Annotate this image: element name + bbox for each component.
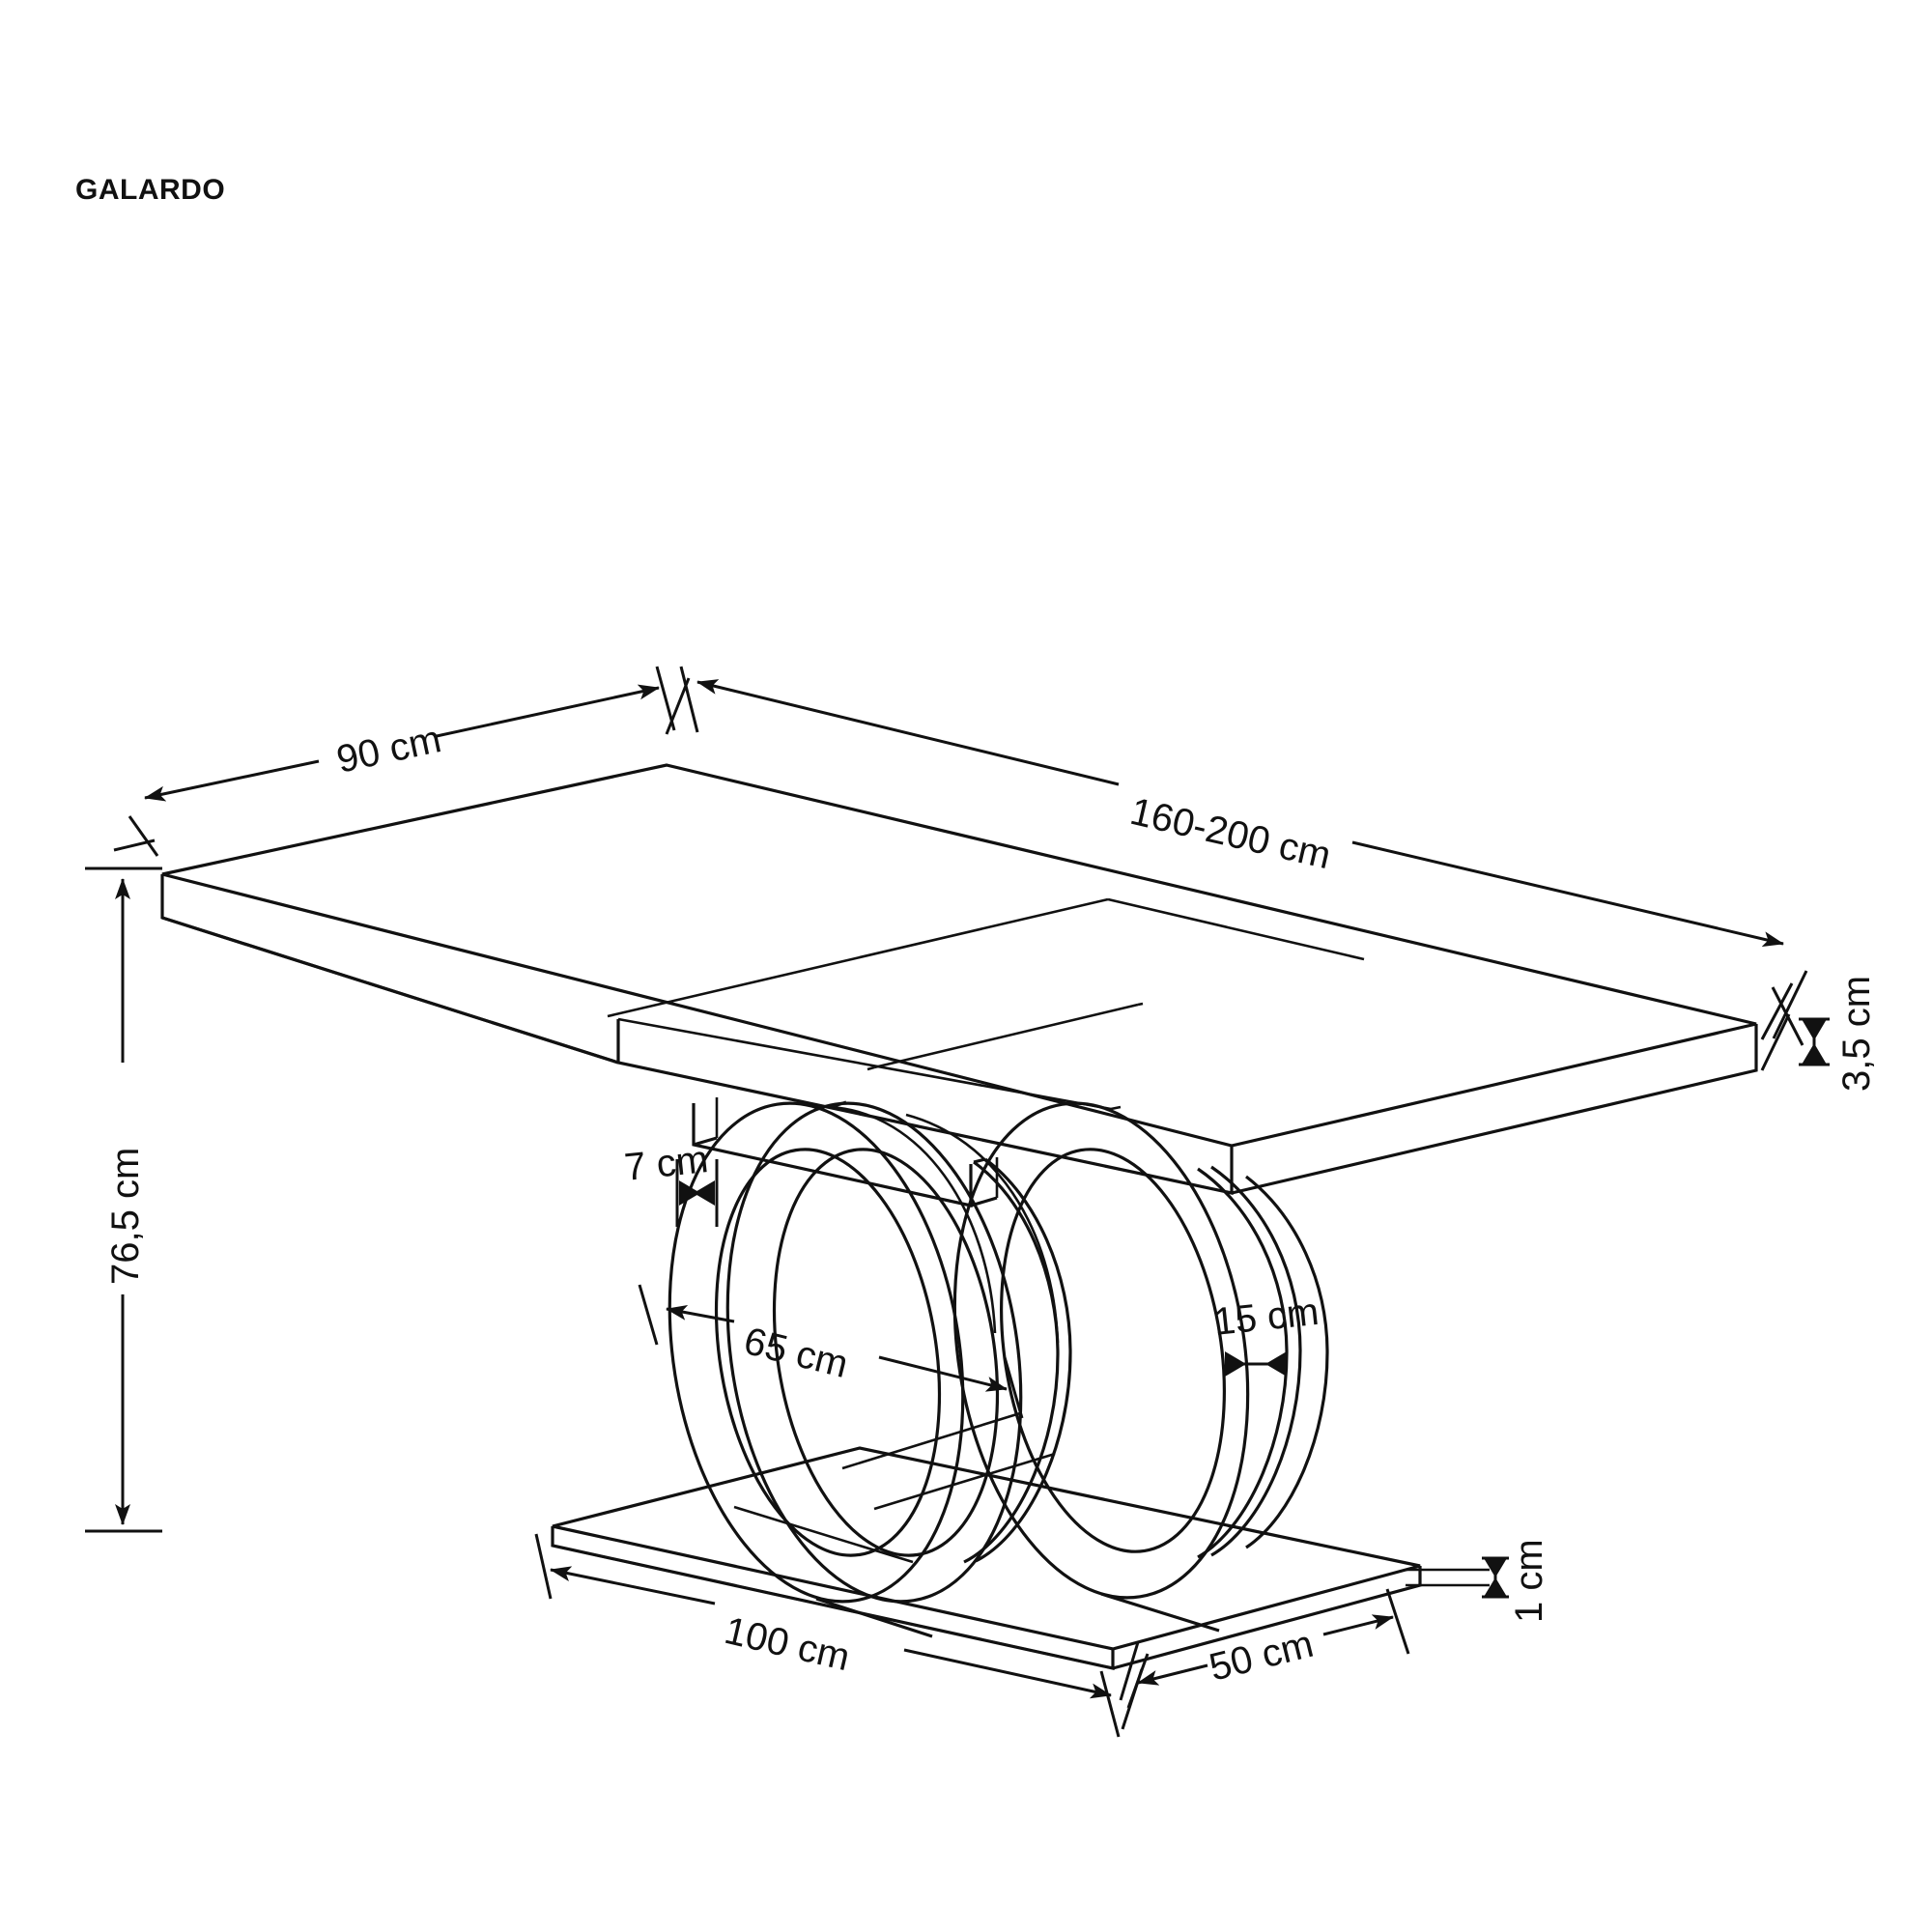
dimension-label-90cm: 90 cm — [333, 718, 445, 781]
page-title: GALARDO — [75, 174, 226, 206]
dimension-label-100cm: 100 cm — [721, 1609, 854, 1679]
dimension-label-7cm: 7 cm — [622, 1138, 710, 1189]
spiral-ring-pedestal — [668, 1100, 1329, 1638]
dimension-label-50cm: 50 cm — [1206, 1623, 1318, 1690]
dimension-label-3-5cm: 3,5 cm — [1835, 976, 1878, 1092]
dimension-top-thickness-3-5cm: 3,5 cm — [1760, 970, 1878, 1092]
dimension-label-65cm: 65 cm — [740, 1320, 852, 1386]
dimension-label-15cm: 15 cm — [1211, 1291, 1321, 1344]
dimension-label-76-5cm: 76,5 cm — [104, 1148, 147, 1285]
table-top-support-rail — [692, 1097, 999, 1208]
dimension-ribbon-thickness-7cm: 7 cm — [622, 1138, 719, 1227]
dimension-band-width-15cm: 15 cm — [1211, 1291, 1321, 1377]
dimension-label-1cm: 1 cm — [1508, 1539, 1550, 1623]
dimension-depth-90cm: 90 cm — [113, 666, 691, 857]
dimension-width-160-200cm: 160-200 cm — [679, 666, 1804, 1046]
dimension-label-160-200cm: 160-200 cm — [1126, 790, 1335, 877]
dimension-base-thickness-1cm: 1 cm — [1406, 1539, 1550, 1623]
table-top — [160, 763, 1758, 1195]
dimension-height-76-5cm: 76,5 cm — [85, 867, 162, 1533]
